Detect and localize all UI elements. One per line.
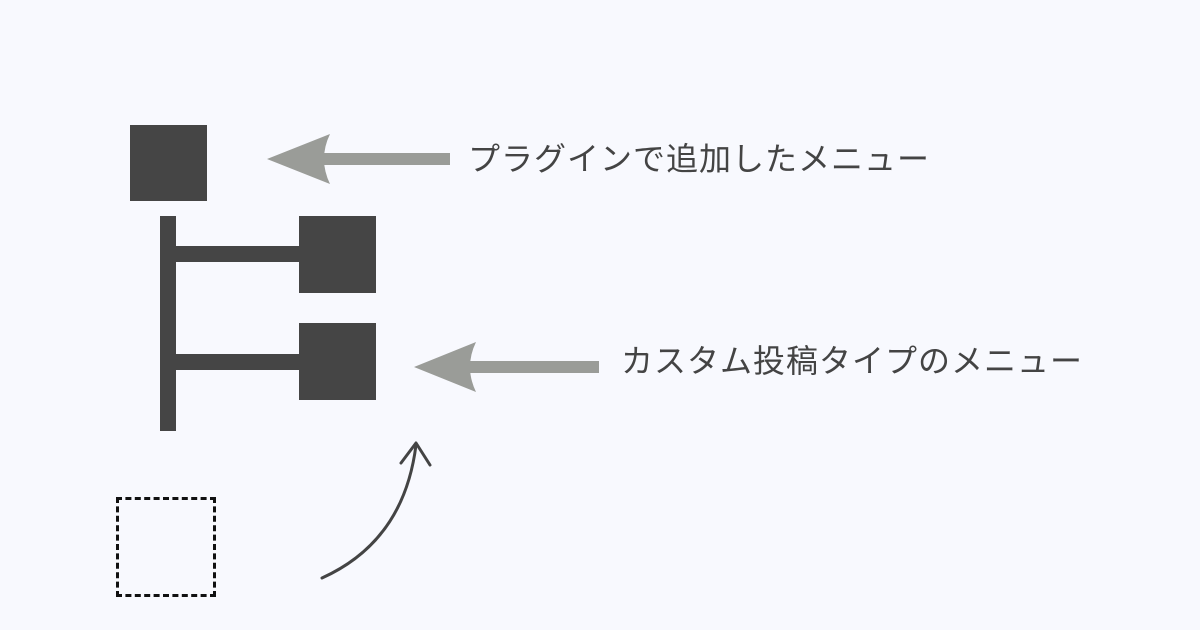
empty-dashed-block (116, 497, 216, 597)
custom-post-type-menu-label: カスタム投稿タイプのメニュー (621, 342, 1084, 380)
curved-arrow (320, 441, 432, 580)
tree-branch-1 (176, 246, 300, 262)
plugin-menu-label: プラグインで追加したメニュー (468, 140, 931, 178)
submenu-block-2 (299, 323, 376, 400)
plugin-menu-block (130, 125, 207, 201)
tree-branch-2 (176, 354, 300, 370)
plugin-menu-arrow (267, 134, 450, 184)
submenu-block-1 (299, 216, 376, 293)
tree-vertical-line (160, 216, 176, 431)
custom-post-type-arrow (414, 342, 599, 392)
